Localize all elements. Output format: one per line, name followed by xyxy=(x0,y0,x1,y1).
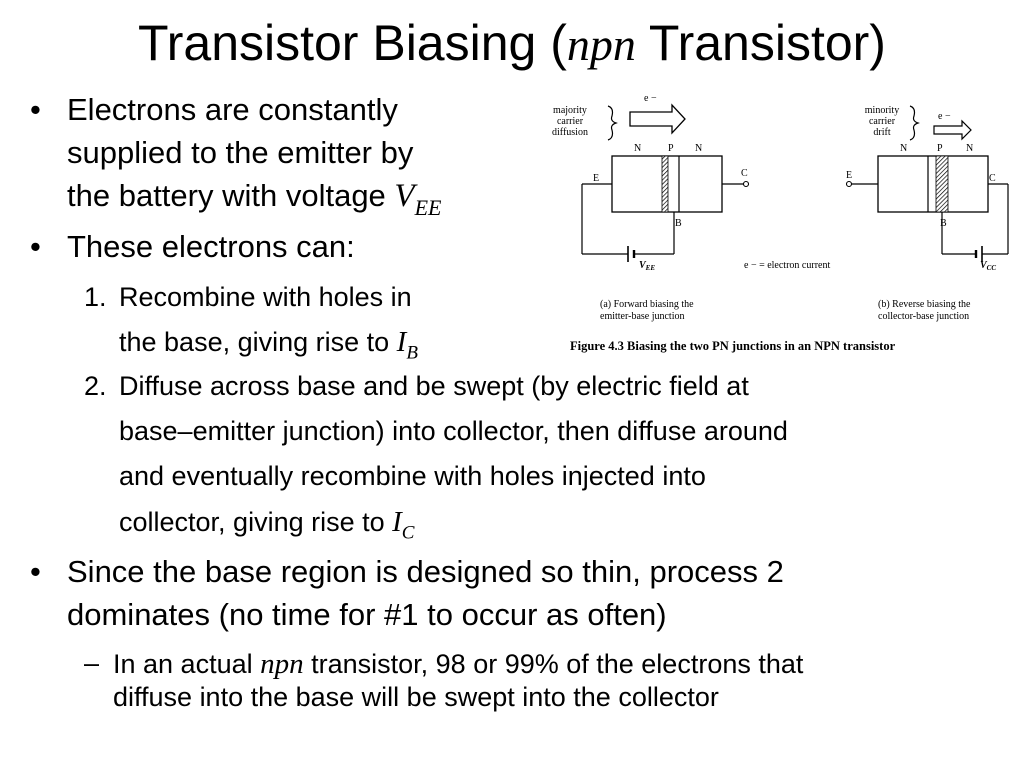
sub-1-text: the base, giving rise to xyxy=(119,327,397,357)
caption-b-line-1: (b) Reverse biasing the xyxy=(878,299,971,310)
base-label: B xyxy=(940,218,947,229)
region-p: P xyxy=(937,143,943,154)
emitter-terminal xyxy=(845,180,853,188)
depletion-region xyxy=(935,155,949,213)
arrow-label-1: minority xyxy=(865,105,899,116)
sub-2-line-2: base–emitter junction) into collector, t… xyxy=(119,416,788,446)
bullet-marker: • xyxy=(30,229,41,264)
sub-1-line-2: the base, giving rise to IB xyxy=(119,326,418,363)
electron-label: e − xyxy=(644,93,657,104)
depletion-region xyxy=(661,155,669,213)
sub-2-line-3: and eventually recombine with holes inje… xyxy=(119,461,706,491)
region-n1: N xyxy=(634,143,641,154)
caption-b-line-2: collector-base junction xyxy=(878,311,969,322)
var-v-sub: EE xyxy=(414,194,442,220)
battery-label: VCC xyxy=(980,260,996,272)
bullet-1-line-2: supplied to the emitter by xyxy=(67,135,414,170)
var-ib: I xyxy=(396,326,407,358)
panel-reverse-bias: minority carrier drift e − N P N E C VCC… xyxy=(845,105,1009,322)
region-n1: N xyxy=(900,143,907,154)
panel-forward-bias: majority carrier diffusion e − N P N E V… xyxy=(552,93,750,322)
sub-2-text: collector, giving rise to xyxy=(119,507,393,537)
sub-2-line-4: collector, giving rise to IC xyxy=(119,506,414,543)
arrow-label-3: drift xyxy=(873,127,890,138)
bullet-1-text: the battery with voltage xyxy=(67,178,395,213)
collector-label: C xyxy=(741,168,748,179)
legend-electron-current: e − = electron current xyxy=(744,260,830,271)
emitter-label: E xyxy=(593,173,599,184)
dash-text-end: transistor, 98 or 99% of the electrons t… xyxy=(303,649,804,679)
dash-text: In an actual xyxy=(113,649,261,679)
battery-label: VEE xyxy=(639,260,655,272)
bullet-marker: • xyxy=(30,554,41,589)
figure-caption: Figure 4.3 Biasing the two PN junctions … xyxy=(570,339,896,353)
title-npn: npn xyxy=(566,19,636,70)
bullet-marker: • xyxy=(30,92,41,127)
bullet-3-line-1: Since the base region is designed so thi… xyxy=(67,554,784,589)
sub-1-line-1: Recombine with holes in xyxy=(119,282,412,312)
right-arrow-icon xyxy=(629,103,686,135)
dash-npn: npn xyxy=(260,648,304,680)
var-ic-sub: C xyxy=(401,522,415,544)
electron-label: e − xyxy=(938,111,951,122)
title-text: Transistor Biasing ( xyxy=(138,15,567,71)
arrow-label-2: carrier xyxy=(869,116,896,127)
dash-line-1: In an actual npn transistor, 98 or 99% o… xyxy=(113,648,803,681)
dash-line-2: diffuse into the base will be swept into… xyxy=(113,682,719,712)
var-ic: I xyxy=(392,506,402,538)
collector-label: C xyxy=(989,173,996,184)
sub-1-number: 1. xyxy=(84,282,107,312)
caption-a-line-1: (a) Forward biasing the xyxy=(600,299,694,310)
transistor-body xyxy=(877,155,989,213)
arrow-label-1: majority xyxy=(553,105,587,116)
base-label: B xyxy=(675,218,682,229)
sub-2-number: 2. xyxy=(84,371,107,401)
sub-2-line-1: Diffuse across base and be swept (by ele… xyxy=(119,371,749,401)
brace-icon xyxy=(607,105,618,141)
bullet-1-line-3: the battery with voltage VEE xyxy=(67,178,441,218)
brace-icon xyxy=(909,105,920,141)
bullet-3-line-2: dominates (no time for #1 to occur as of… xyxy=(67,597,667,632)
region-n2: N xyxy=(966,143,973,154)
var-ib-sub: B xyxy=(406,342,418,364)
npn-biasing-figure: majority carrier diffusion e − N P N E V… xyxy=(552,93,1009,353)
var-v: V xyxy=(394,178,415,214)
slide-title: Transistor Biasing (npn Transistor) xyxy=(0,14,1024,72)
dash-marker: – xyxy=(84,648,100,678)
caption-a-line-2: emitter-base junction xyxy=(600,311,685,322)
region-n2: N xyxy=(695,143,702,154)
emitter-label: E xyxy=(846,170,852,181)
arrow-label-3: diffusion xyxy=(552,127,588,138)
bullet-1-line-1: Electrons are constantly xyxy=(67,92,398,127)
right-arrow-icon xyxy=(933,119,972,141)
region-p: P xyxy=(668,143,674,154)
arrow-label-2: carrier xyxy=(557,116,584,127)
title-text-end: Transistor) xyxy=(635,15,886,71)
collector-terminal xyxy=(742,180,750,188)
bullet-2-text: These electrons can: xyxy=(67,229,355,264)
